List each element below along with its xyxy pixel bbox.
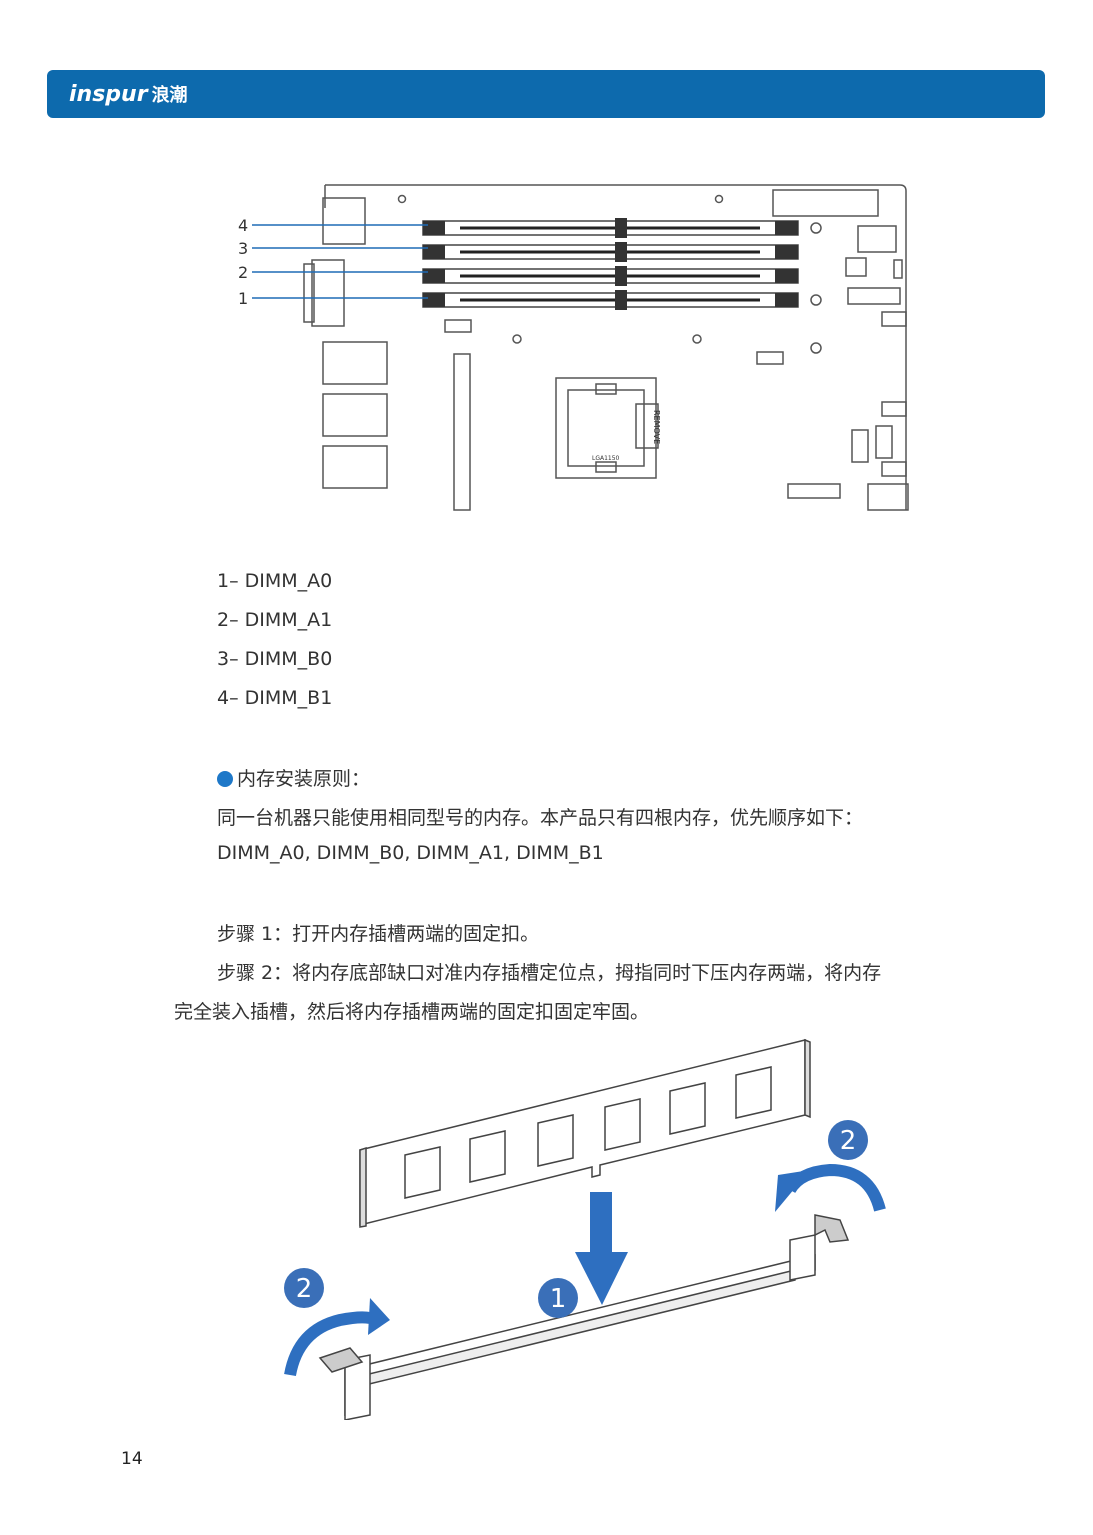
- remove-label: REMOVE: [652, 410, 661, 444]
- principles-line-2: DIMM_A0, DIMM_B0, DIMM_A1, DIMM_B1: [217, 842, 604, 864]
- step-2-text-a: 步骤 2：将内存底部缺口对准内存插槽定位点，拇指同时下压内存两端，将内存: [217, 962, 882, 984]
- callout-3: 3: [238, 239, 248, 258]
- step-1-text: 步骤 1：打开内存插槽两端的固定扣。: [217, 923, 540, 945]
- dimm-list-item-4: 4– DIMM_B1: [217, 687, 333, 709]
- header-banner: inspur 浪潮: [47, 70, 1045, 118]
- socket-label: LGA1150: [592, 455, 620, 462]
- dimm-list-item-3: 3– DIMM_B0: [217, 648, 333, 670]
- badge-center: 1: [538, 1278, 578, 1318]
- inspur-logo: inspur 浪潮: [69, 78, 188, 110]
- badge-right: 2: [828, 1120, 868, 1160]
- memory-install-diagram: 2 1 2: [284, 1038, 886, 1420]
- callout-2: 2: [238, 263, 248, 282]
- bullet-icon: [217, 771, 233, 787]
- down-arrow-icon: [575, 1192, 628, 1305]
- memory-module: [359, 1038, 811, 1228]
- principles-line-1: 同一台机器只能使用相同型号的内存。本产品只有四根内存，优先顺序如下：: [217, 807, 864, 829]
- svg-text:2: 2: [840, 1126, 857, 1156]
- principles-heading: 内存安装原则：: [217, 764, 370, 791]
- badge-left: 2: [284, 1268, 324, 1308]
- logo-text: inspur: [69, 81, 148, 107]
- callout-4: 4: [238, 216, 248, 235]
- callout-1: 1: [238, 289, 248, 308]
- svg-text:1: 1: [550, 1284, 567, 1314]
- step-2-text-b: 完全装入插槽，然后将内存插槽两端的固定扣固定牢固。: [174, 1001, 650, 1023]
- svg-text:2: 2: [296, 1274, 313, 1304]
- motherboard-diagram: 4 3 2 1 LGA1150 REMOVE: [238, 184, 909, 511]
- curved-arrow-left-icon: [284, 1311, 372, 1377]
- dimm-list-item-2: 2– DIMM_A1: [217, 609, 333, 631]
- page-number: 14: [121, 1449, 143, 1469]
- dimm-list-item-1: 1– DIMM_A0: [217, 570, 333, 592]
- dimm-slots: [422, 218, 799, 310]
- logo-cn-text: 浪潮: [151, 85, 188, 106]
- memory-slot: [318, 1214, 850, 1420]
